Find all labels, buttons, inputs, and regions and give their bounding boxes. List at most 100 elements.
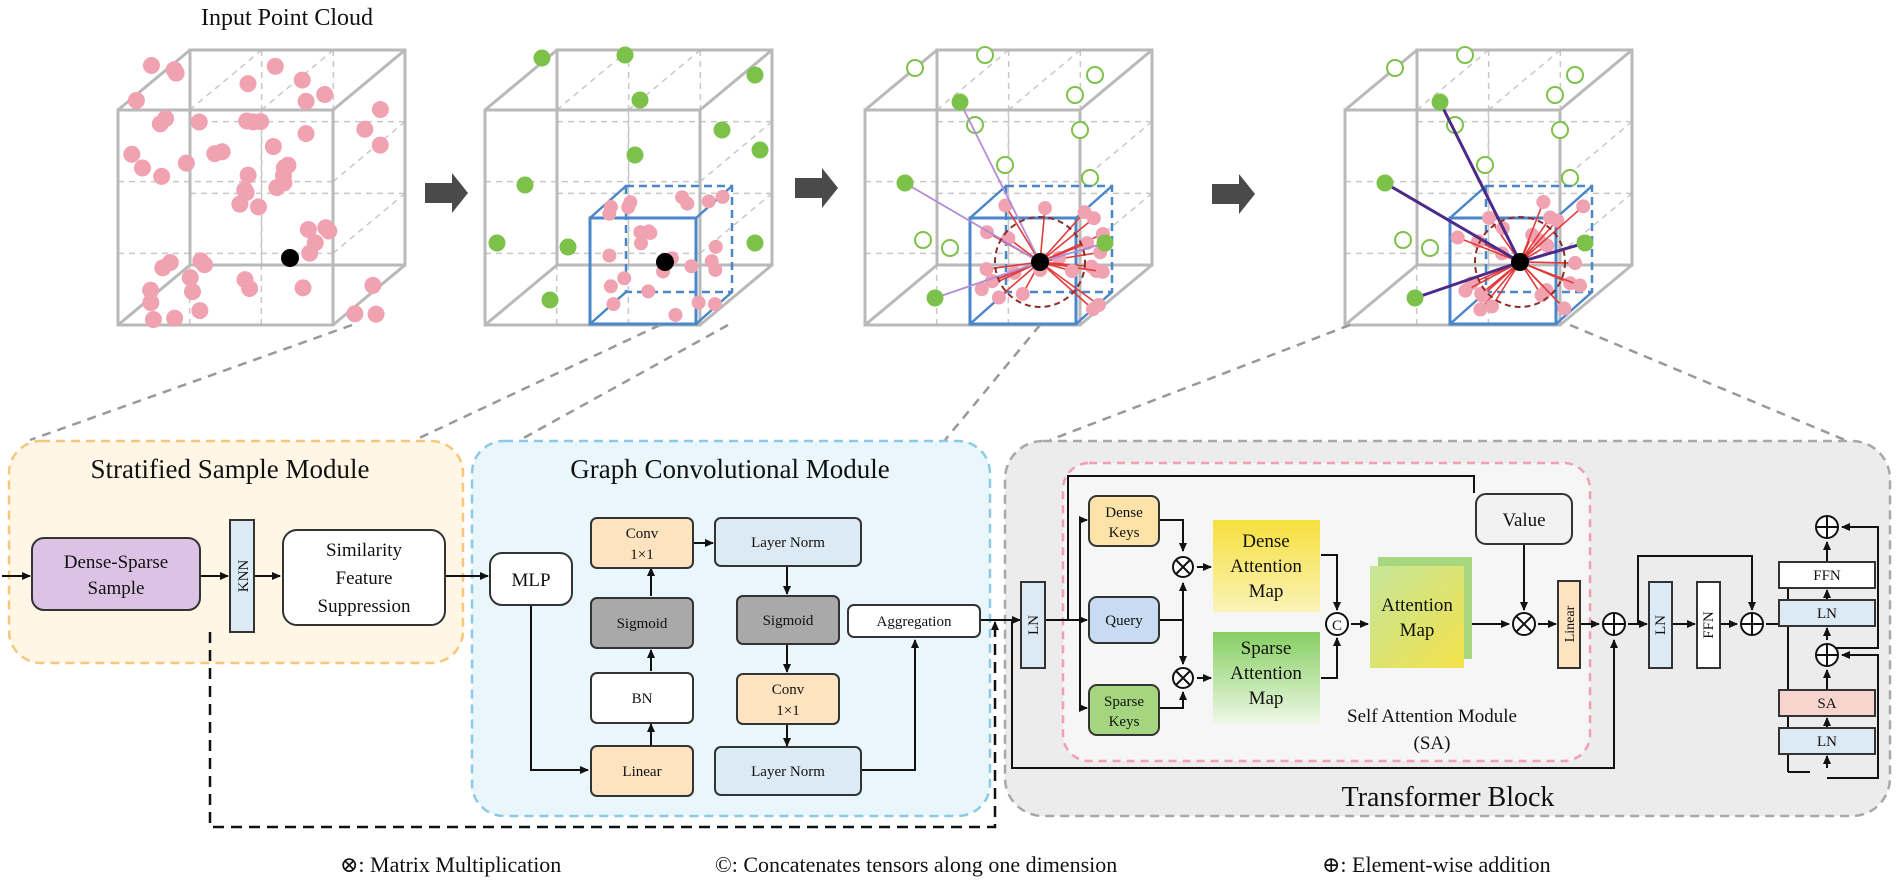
hollow-point-icon [1421,239,1439,257]
green-point-icon [516,176,534,194]
dense-map-line1: Dense [1242,531,1289,552]
matmul-icon-dense [1172,556,1194,578]
neighborhood-circle [1474,216,1566,308]
pink-point-icon [701,194,716,209]
pink-point-icon [236,181,254,199]
aggregation-box [847,604,981,638]
stack-ln-top-box [1778,599,1876,627]
pink-point-icon [1450,230,1465,245]
sparse-keys-box [1088,684,1160,736]
attention-map-line2: Map [1400,620,1435,641]
layer-norm-bottom-label: Layer Norm [751,764,825,780]
pink-point-icon [123,145,141,163]
linear-box-sa [1557,580,1581,669]
hollow-point-icon [996,156,1014,174]
add-icon-stack-top [1815,515,1839,539]
pink-point-icon [1095,264,1110,279]
value-box [1475,493,1573,545]
hollow-point-icon [1566,66,1584,84]
hollow-point-icon [976,46,994,64]
aggregation-label: Aggregation [877,614,952,630]
sparse-map-line2: Attention [1230,663,1302,684]
flow-arrow-icon-1 [425,173,468,213]
ffn-mid-box [1696,581,1721,669]
cube-to-module-connectors [29,323,1846,442]
pink-point-icon [181,269,199,287]
pink-point-icon [244,113,262,131]
pink-point-icon [708,262,723,277]
add-icon-1 [1602,612,1626,636]
hollow-point-icon [1394,231,1412,249]
legend-matmul: ⊗: Matrix Multiplication [340,852,561,877]
sigmoid-left-label: Sigmoid [617,616,668,632]
sa-label-line2: (SA) [1414,733,1451,754]
sigmoid-right-label: Sigmoid [763,613,814,629]
dense-sparse-sample-box [31,537,201,611]
green-point-icon [488,234,506,252]
bn-label: BN [632,691,653,707]
hollow-point-icon [914,231,932,249]
add-icon-stack-mid [1815,643,1839,667]
similarity-line2: Feature [336,568,393,589]
layer-norm-box-bottom [714,746,862,796]
pink-point-icon [190,113,208,131]
green-point-icon [1576,234,1594,252]
pink-point-icon [1536,195,1551,210]
pink-point-icon [603,279,618,294]
pink-point-icon [1038,201,1053,216]
hollow-point-icon [1551,121,1569,139]
svg-text:C: C [1332,618,1342,634]
sa-label-line1: Self Attention Module [1347,706,1517,727]
pink-point-icon [1576,199,1591,214]
value-label: Value [1502,510,1545,531]
self-attention-module [1061,461,1592,763]
green-point-icon [1406,289,1424,307]
stack-ln-bottom-box [1778,727,1876,755]
hollow-point-icon [1066,86,1084,104]
pink-point-icon [346,305,364,323]
pink-point-icon [974,282,989,297]
green-point-icon [559,238,577,256]
legend-add: ⊕: Element-wise addition [1322,852,1551,877]
pink-point-icon [602,248,617,263]
pink-point-icon [708,239,723,254]
pink-point-icon [1458,283,1473,298]
ln-input-label: LN [1026,615,1042,635]
dense-keys-box [1088,495,1160,547]
green-point-icon [541,291,559,309]
query-box [1088,596,1160,644]
mlp-label: MLP [511,570,550,591]
pink-point-icon [367,305,385,323]
attention-map-box [1370,566,1464,668]
stratified-module-title: Stratified Sample Module [91,454,370,484]
conv-bottom-line2: 1×1 [776,703,799,719]
pink-point-icon [206,145,224,163]
pink-point-icon [364,276,382,294]
pink-point-icon [293,71,311,89]
pink-point-icon [239,166,257,184]
pink-point-icon [1543,210,1558,225]
pink-point-icon [142,294,160,312]
pink-point-icon [177,154,195,172]
ln-input-box [1020,581,1046,669]
center-point-icon [1031,253,1049,271]
sparse-keys-line1: Sparse [1104,694,1144,710]
add-icon-2 [1740,612,1764,636]
flow-arrow-icon-3 [1212,174,1255,214]
hollow-point-icon [1456,46,1474,64]
pink-point-icon [707,297,722,312]
sigmoid-box-left [590,597,694,649]
attention-map-line1: Attention [1381,595,1453,616]
pink-point-icon [297,125,315,143]
pink-point-icon [1091,298,1106,313]
neighborhood-circle [994,216,1086,308]
pink-point-icon [264,138,282,156]
pink-point-icon [157,110,175,128]
green-point-icon [896,174,914,192]
query-label: Query [1105,613,1143,629]
pink-point-icon [1077,205,1092,220]
pink-point-icon [249,198,267,216]
green-point-icon [1096,234,1114,252]
pink-point-icon [641,224,656,239]
ln-mid-box [1648,581,1673,669]
